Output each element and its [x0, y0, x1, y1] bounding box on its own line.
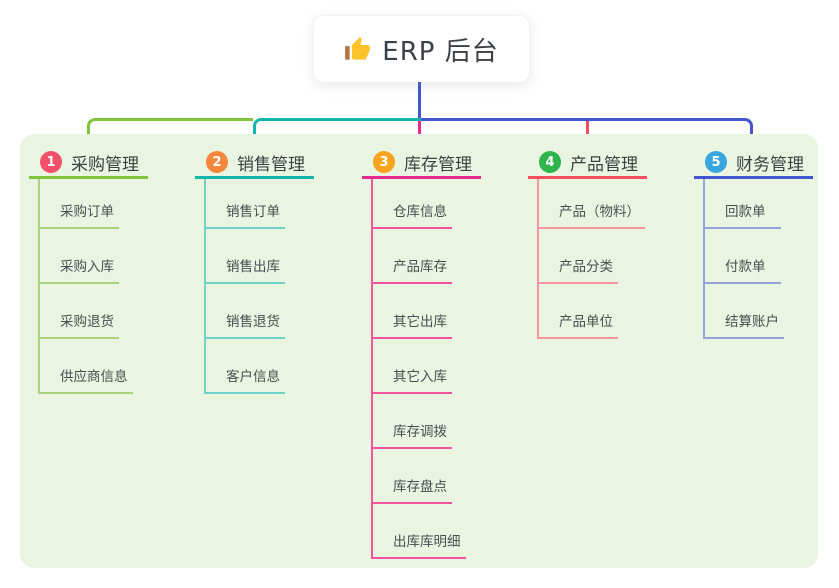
branch-header-inventory[interactable]: 3 库存管理 — [362, 148, 481, 179]
node-sales-outbound[interactable]: 销售出库 — [206, 229, 285, 284]
node-receipt-bill[interactable]: 回款单 — [705, 179, 781, 229]
branch-product: 4 产品管理 产品（物料） 产品分类 产品单位 — [528, 148, 647, 339]
node-product-unit[interactable]: 产品单位 — [539, 284, 618, 339]
branch-label: 产品管理 — [570, 154, 638, 175]
branch-items: 仓库信息 产品库存 其它出库 其它入库 库存调拨 库存盘点 出库库明细 — [371, 179, 466, 559]
node-other-outbound[interactable]: 其它出库 — [373, 284, 452, 339]
branch-items: 采购订单 采购入库 采购退货 供应商信息 — [38, 179, 133, 394]
mindmap-panel — [20, 134, 818, 568]
branch-finance: 5 财务管理 回款单 付款单 结算账户 — [694, 148, 813, 339]
root-title: ERP 后台 — [382, 36, 499, 67]
branch-label: 采购管理 — [71, 154, 139, 175]
node-purchase-order[interactable]: 采购订单 — [40, 179, 119, 229]
branch-items: 产品（物料） 产品分类 产品单位 — [537, 179, 645, 339]
branch-procurement: 1 采购管理 采购订单 采购入库 采购退货 供应商信息 — [29, 148, 148, 394]
root-node-erp[interactable]: ERP 后台 — [313, 15, 530, 83]
node-sales-return[interactable]: 销售退货 — [206, 284, 285, 339]
branch-badge-4: 4 — [539, 151, 561, 173]
branch-badge-5: 5 — [705, 151, 727, 173]
branch-badge-2: 2 — [206, 151, 228, 173]
node-product-material[interactable]: 产品（物料） — [539, 179, 645, 229]
branch-label: 库存管理 — [404, 154, 472, 175]
node-payment-bill[interactable]: 付款单 — [705, 229, 781, 284]
node-product-category[interactable]: 产品分类 — [539, 229, 618, 284]
trunk-line — [418, 82, 421, 120]
thumbs-up-icon — [345, 36, 371, 60]
branch-label: 销售管理 — [237, 154, 305, 175]
node-product-stock[interactable]: 产品库存 — [373, 229, 452, 284]
node-other-inbound[interactable]: 其它入库 — [373, 339, 452, 394]
node-settlement-account[interactable]: 结算账户 — [705, 284, 784, 339]
node-outbound-detail[interactable]: 出库库明细 — [373, 504, 466, 559]
connector-branch-5 — [421, 118, 753, 147]
node-supplier-info[interactable]: 供应商信息 — [40, 339, 133, 394]
branch-header-sales[interactable]: 2 销售管理 — [195, 148, 314, 179]
branch-inventory: 3 库存管理 仓库信息 产品库存 其它出库 其它入库 库存调拨 库存盘点 出库库… — [362, 148, 481, 559]
branch-header-finance[interactable]: 5 财务管理 — [694, 148, 813, 179]
branch-label: 财务管理 — [736, 154, 804, 175]
node-stock-transfer[interactable]: 库存调拨 — [373, 394, 452, 449]
connector-branch-2 — [253, 118, 421, 147]
node-customer-info[interactable]: 客户信息 — [206, 339, 285, 394]
node-purchase-return[interactable]: 采购退货 — [40, 284, 119, 339]
branch-badge-3: 3 — [373, 151, 395, 173]
branch-badge-1: 1 — [40, 151, 62, 173]
branch-items: 销售订单 销售出库 销售退货 客户信息 — [204, 179, 285, 394]
connector-branch-1 — [87, 118, 253, 147]
branch-header-procurement[interactable]: 1 采购管理 — [29, 148, 148, 179]
branch-items: 回款单 付款单 结算账户 — [703, 179, 784, 339]
node-warehouse-info[interactable]: 仓库信息 — [373, 179, 452, 229]
node-sales-order[interactable]: 销售订单 — [206, 179, 285, 229]
node-stock-taking[interactable]: 库存盘点 — [373, 449, 452, 504]
branch-header-product[interactable]: 4 产品管理 — [528, 148, 647, 179]
node-purchase-inbound[interactable]: 采购入库 — [40, 229, 119, 284]
branch-sales: 2 销售管理 销售订单 销售出库 销售退货 客户信息 — [195, 148, 314, 394]
